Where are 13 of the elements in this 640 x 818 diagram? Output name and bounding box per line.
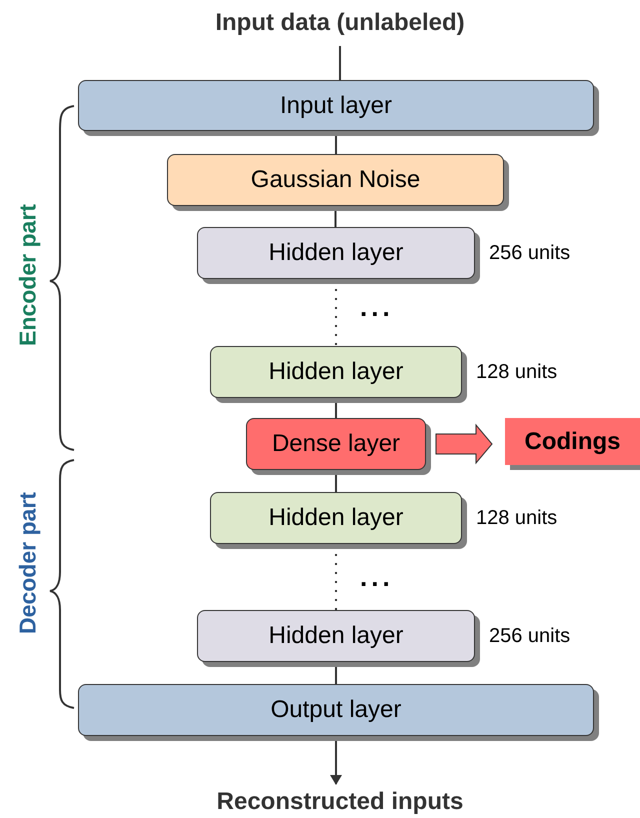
unit-count: 128 units — [476, 362, 558, 382]
section-label: Encoder part — [16, 204, 40, 346]
output-tag: Codings — [505, 418, 640, 465]
unit-count: 256 units — [489, 626, 570, 646]
unit-count: 128 units — [476, 508, 558, 528]
flow-label: Input data (unlabeled) — [190, 4, 490, 42]
block-arrow — [436, 424, 493, 464]
connector-line — [339, 46, 341, 80]
section-label: Decoder part — [16, 492, 40, 634]
ellipsis: ... — [360, 294, 394, 320]
unit-count: 256 units — [489, 243, 570, 263]
flow-label: Reconstructed inputs — [170, 786, 510, 818]
ellipsis: ... — [360, 564, 394, 590]
